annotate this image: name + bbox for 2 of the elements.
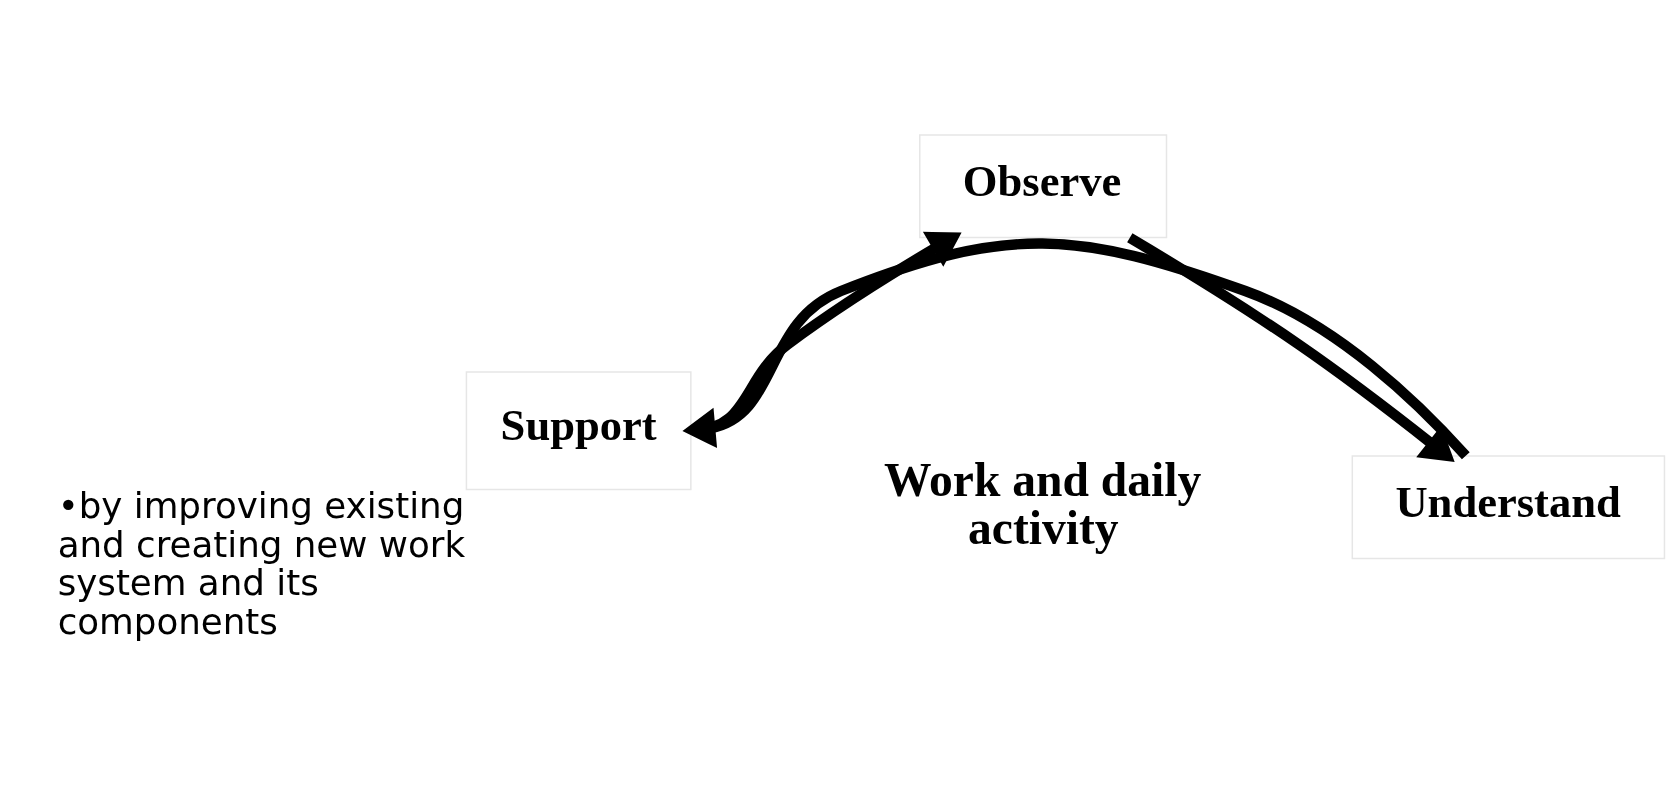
node-label: •by improving existing and creating new work system and its components	[57, 484, 466, 642]
label: Work and daily activity	[884, 454, 1202, 554]
